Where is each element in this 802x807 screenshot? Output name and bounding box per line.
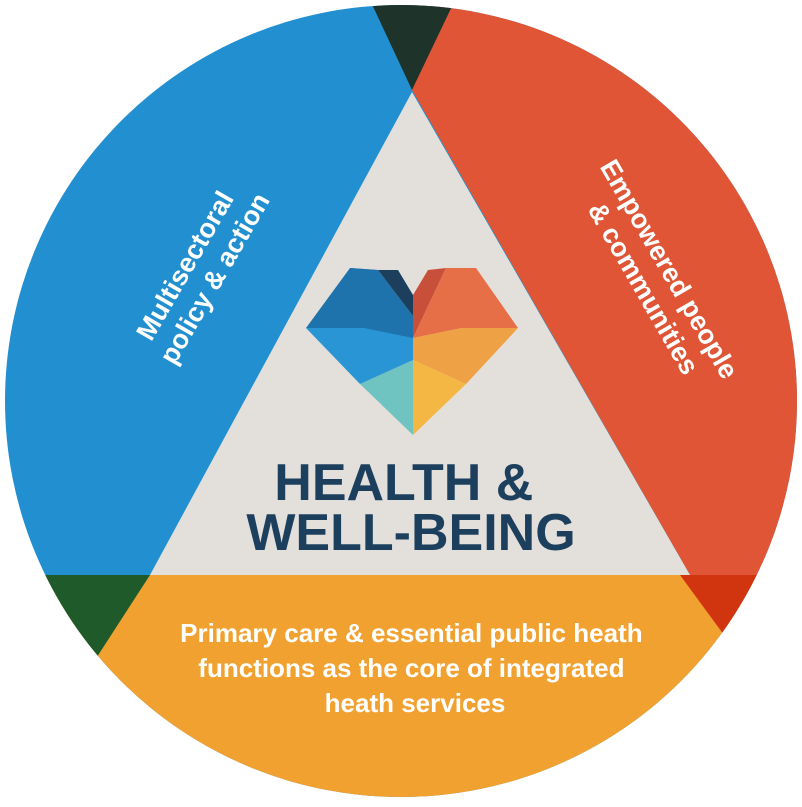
- bottom-label-line-1: Primary care & essential public heath: [180, 618, 642, 648]
- center-title: HEALTH & WELL-BEING: [246, 454, 575, 562]
- heart-facet-6: [413, 328, 518, 384]
- heart-facet-5: [413, 268, 518, 338]
- top-overlap-wedge: [370, 5, 455, 90]
- center-title-line-2: WELL-BEING: [246, 504, 575, 562]
- heart-facet-7: [413, 360, 466, 435]
- bottom-left-overlap-wedge: [40, 575, 150, 660]
- center-title-line-1: HEALTH &: [274, 454, 533, 512]
- heart-facet-9: [306, 328, 413, 384]
- heart-facet-8: [360, 360, 413, 435]
- bottom-label-line-2: functions as the core of integrated: [198, 653, 624, 683]
- right-segment: [412, 5, 797, 600]
- heart-icon: [306, 268, 518, 435]
- bottom-segment-label: Primary care & essential public heath fu…: [180, 618, 650, 718]
- bottom-label-line-3: heath services: [325, 688, 506, 718]
- heart-facet-3: [378, 270, 413, 316]
